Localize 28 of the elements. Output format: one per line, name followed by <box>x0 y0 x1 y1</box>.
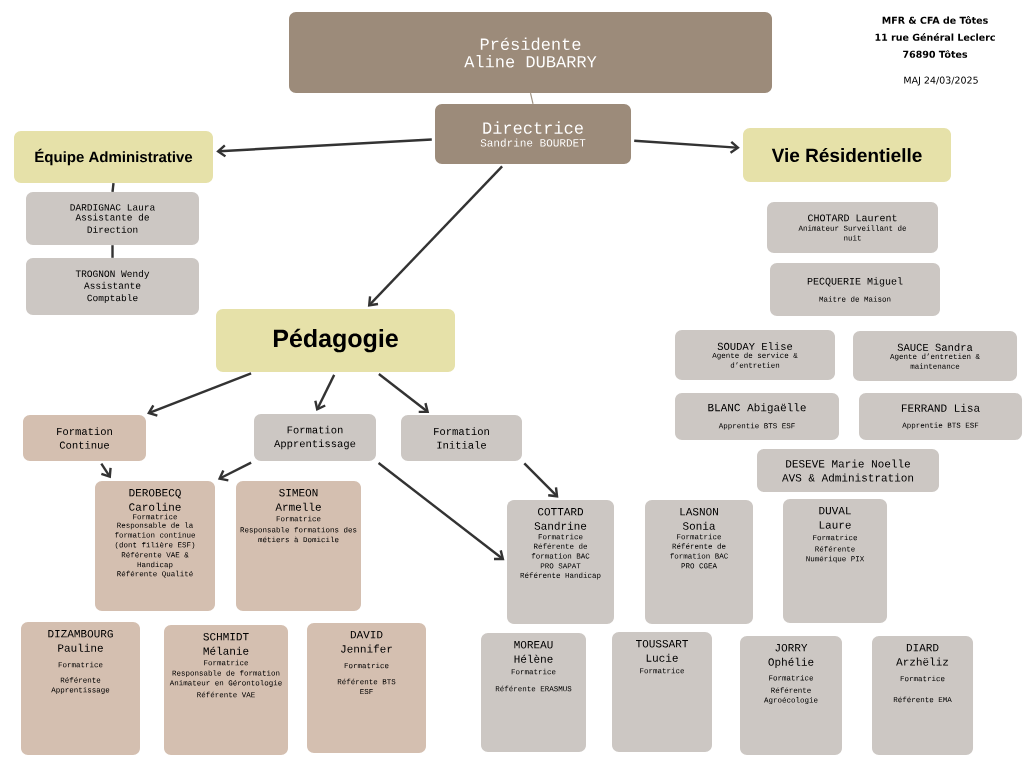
address-text: 76890 Tôtes <box>903 50 968 58</box>
arrow <box>367 165 503 307</box>
person-card: Formation Initiale <box>401 415 522 461</box>
arrow <box>378 373 430 414</box>
title-box: Directrice Sandrine BOURDET <box>435 104 631 164</box>
arrow <box>634 139 740 154</box>
arrow <box>147 372 252 417</box>
arrow <box>523 462 559 498</box>
arrow <box>314 374 336 412</box>
person-card: Formation Continue <box>23 415 146 461</box>
person-card: DESEVE Marie Noelle AVS & Administration <box>757 449 939 492</box>
update-date: MAJ 24/03/2025 <box>904 76 978 86</box>
person-card: DARDIGNAC Laura Assistante de Direction <box>26 192 199 245</box>
section-box: Équipe Administrative <box>14 131 213 183</box>
address-text: 11 rue Général Leclerc <box>875 33 995 41</box>
arrow <box>216 138 432 158</box>
person-card: TROGNON Wendy Assistante Comptable <box>26 258 199 315</box>
address-text: MFR & CFA de Tôtes <box>882 16 988 24</box>
person-card: Formation Apprentissage <box>254 414 376 461</box>
connector-line <box>111 245 114 258</box>
arrow <box>377 462 505 561</box>
title-box: Présidente Aline DUBARRY <box>289 12 772 93</box>
section-box: Pédagogie <box>216 309 455 372</box>
section-box: Vie Résidentielle <box>743 128 951 182</box>
connector-line <box>529 92 534 105</box>
arrow <box>100 463 112 479</box>
arrow <box>217 461 252 482</box>
connector-line <box>111 183 115 192</box>
